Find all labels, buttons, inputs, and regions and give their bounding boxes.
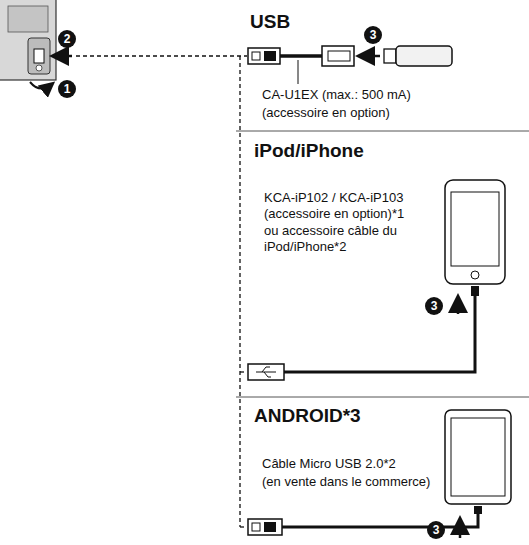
cable-name: Câble Micro USB 2.0*2 [262,456,396,472]
section-heading: ANDROID*3 [254,404,361,428]
insert-arrow [360,55,380,58]
callout-number: 3 [364,26,382,44]
callout-number: 2 [58,30,76,48]
insert-arrow [54,55,72,58]
cable-note: (accessoire en option) [262,105,390,121]
insert-arrow [459,520,462,538]
ipod-cable [248,286,479,380]
usb-stick [384,46,452,66]
insert-arrow [457,298,460,314]
android-cable [248,506,482,535]
separator [236,131,529,132]
iphone [445,180,505,284]
android-tablet [445,410,511,504]
stereo-unit [0,0,56,80]
callout-number: 3 [425,297,443,315]
separator [236,397,529,398]
open-arrow [30,82,52,89]
callout-number: 3 [427,521,445,539]
usb-extension-cable [248,46,354,84]
section-heading: USB [250,10,290,34]
dashed-route [76,56,247,527]
cable-name: KCA-iP102 / KCA-iP103 (accessoire en opt… [264,190,422,255]
cable-note: (en vente dans le commerce) [262,474,430,490]
callout-number: 1 [58,80,76,98]
section-heading: iPod/iPhone [254,139,364,163]
cable-name: CA-U1EX (max.: 500 mA) [262,87,411,103]
